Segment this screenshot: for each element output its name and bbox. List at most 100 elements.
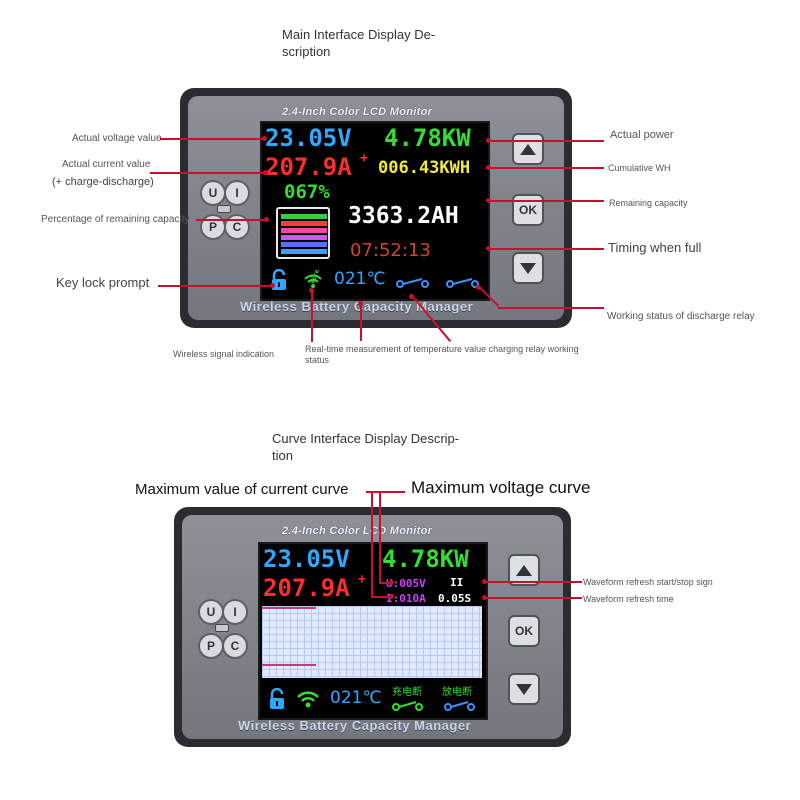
current-sign: + <box>360 151 368 166</box>
key-u[interactable]: U <box>200 180 226 206</box>
annotation-dot <box>476 285 481 290</box>
up-button[interactable] <box>508 554 540 586</box>
label-waveform-start-stop: Waveform refresh start/stop sign <box>583 577 713 587</box>
annotation-line <box>371 596 391 598</box>
main-interface-title-line2: scription <box>282 44 331 59</box>
annotation-line <box>379 491 381 583</box>
device-top-label: 2.4-Inch Color LCD Monitor <box>282 525 433 537</box>
key-i[interactable]: I <box>224 180 250 206</box>
main-lcd-screen: 23.05V 4.78KW 207.9A + 006.43KWH 067% 33… <box>260 121 490 301</box>
annotation-dot <box>486 246 491 251</box>
curve-interface-title-line1: Curve Interface Display Descrip- <box>272 431 460 446</box>
device-bottom-label: Wireless Battery Capacity Manager <box>240 299 474 314</box>
discharge-relay-icon <box>444 701 475 711</box>
annotation-line <box>379 582 391 584</box>
key-i[interactable]: I <box>222 599 248 625</box>
wifi-icon <box>297 691 319 708</box>
key-c[interactable]: C <box>224 214 250 240</box>
annotation-line <box>498 307 604 309</box>
annotation-dot <box>309 288 314 293</box>
label-temp-relay: Real-time measurement of temperature val… <box>305 344 579 366</box>
device-top-label: 2.4-Inch Color LCD Monitor <box>282 106 433 118</box>
current-reading: 207.9A <box>265 153 352 181</box>
up-button[interactable] <box>512 133 544 165</box>
annotation-dot <box>358 301 363 306</box>
label-remaining-capacity: Remaining capacity <box>609 198 688 208</box>
annotation-line <box>150 172 265 174</box>
charge-relay-icon <box>396 278 429 288</box>
charge-relay-icon <box>392 701 423 711</box>
main-interface-title: Main Interface Display De- scription <box>282 26 435 60</box>
annotation-dot <box>486 165 491 170</box>
annotation-dot <box>270 283 275 288</box>
annotation-dot <box>486 198 491 203</box>
battery-bar <box>281 228 327 233</box>
charge-off-label: 充电断 <box>392 687 422 698</box>
curve-lcd-screen: 23.05V 4.78KW 207.9A + U:005V II I:010A … <box>258 542 488 720</box>
percent-reading: 067% <box>284 181 330 203</box>
power-reading: 4.78KW <box>384 124 471 152</box>
label-percent-remaining: Percentage of remaining capacity <box>41 214 190 225</box>
triangle-down-icon <box>516 683 532 695</box>
current-sign: + <box>358 572 366 587</box>
annotation-dot <box>409 294 414 299</box>
key-center-indicator <box>217 205 231 213</box>
waveform-grid <box>262 606 482 678</box>
down-button[interactable] <box>508 673 540 705</box>
temperature-reading: 021℃ <box>330 688 382 708</box>
u-max-reading: U:005V <box>386 577 426 590</box>
curve-interface-title-line2: tion <box>272 448 293 463</box>
voltage-reading: 23.05V <box>263 545 350 573</box>
key-p[interactable]: P <box>198 633 224 659</box>
temperature-reading: 021℃ <box>334 269 386 289</box>
triangle-up-icon <box>516 564 532 576</box>
power-reading: 4.78KW <box>382 545 469 573</box>
annotation-line <box>488 248 604 250</box>
discharge-off-label: 放电断 <box>442 687 472 698</box>
annotation-line <box>488 200 604 202</box>
ok-button[interactable]: OK <box>512 194 544 226</box>
key-p[interactable]: P <box>200 214 226 240</box>
key-c[interactable]: C <box>222 633 248 659</box>
key-u[interactable]: U <box>198 599 224 625</box>
down-button[interactable] <box>512 252 544 284</box>
label-actual-power: Actual power <box>610 129 674 141</box>
annotation-dot <box>482 579 487 584</box>
annotation-line <box>158 285 272 287</box>
label-charge-discharge: (+ charge-discharge) <box>52 176 154 188</box>
annotation-dot <box>264 217 269 222</box>
lock-open-icon <box>272 269 286 290</box>
battery-bar <box>281 249 327 254</box>
voltage-reading: 23.05V <box>265 124 352 152</box>
current-curve-line <box>262 607 316 609</box>
ok-button[interactable]: OK <box>508 615 540 647</box>
key-center-indicator <box>215 624 229 632</box>
triangle-up-icon <box>520 143 536 155</box>
annotation-line <box>484 581 582 583</box>
curve-interface-title: Curve Interface Display Descrip- tion <box>272 430 459 464</box>
battery-bar <box>281 214 327 219</box>
device-bottom-label: Wireless Battery Capacity Manager <box>238 718 472 733</box>
annotation-line <box>484 597 582 599</box>
label-actual-current: Actual current value <box>62 159 151 170</box>
timer-reading: 07:52:13 <box>350 240 431 261</box>
wifi-icon <box>304 274 322 288</box>
main-interface-title-line1: Main Interface Display De- <box>282 27 436 42</box>
label-waveform-time: Waveform refresh time <box>583 594 674 604</box>
label-timing-full: Timing when full <box>608 240 702 255</box>
annotation-dot <box>486 138 491 143</box>
label-cumulative-wh: Cumulative WH <box>608 163 671 173</box>
label-max-current-curve: Maximum value of current curve <box>135 481 349 498</box>
refresh-time: 0.05S <box>438 592 472 605</box>
curve-device: 2.4-Inch Color LCD Monitor Wireless Batt… <box>174 507 571 747</box>
annotation-line <box>360 303 362 341</box>
current-reading: 207.9A <box>263 574 350 602</box>
label-discharge-relay: Working status of discharge relay <box>607 311 755 322</box>
annotation-line <box>379 491 405 493</box>
label-max-voltage-curve: Maximum voltage curve <box>411 478 591 497</box>
triangle-down-icon <box>520 262 536 274</box>
annotation-dot <box>262 136 267 141</box>
annotation-line <box>366 491 380 493</box>
energy-reading: 006.43KWH <box>378 158 471 178</box>
main-device: 2.4-Inch Color LCD Monitor Wireless Batt… <box>180 88 572 328</box>
